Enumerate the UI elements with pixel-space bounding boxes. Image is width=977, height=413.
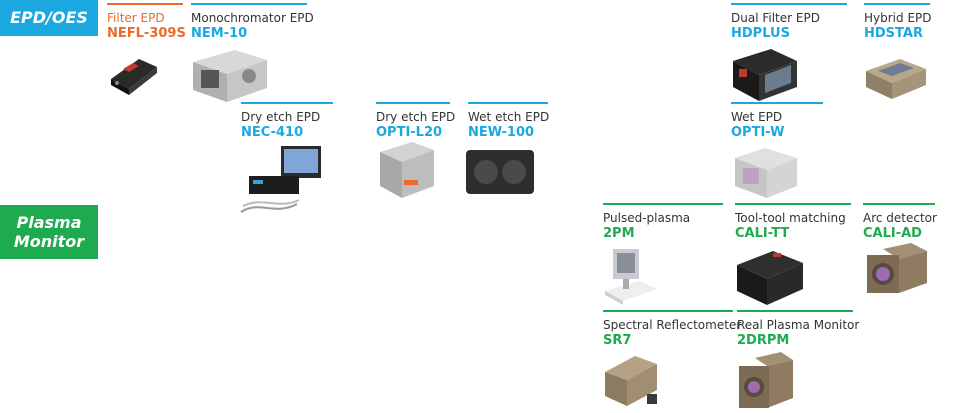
section-label: EPD/OES [10,8,88,28]
product-caption: Dry etch EPD [376,110,456,124]
product-caption: Arc detector [863,211,937,225]
pulsed-plasma-device-icon [603,245,659,307]
header-rule [731,3,847,5]
product-pulsed-plasma[interactable]: Pulsed-plasma 2PM [603,203,723,308]
wet-etch-device-icon [464,146,536,196]
product-spectral-reflectometer[interactable]: Spectral Reflectometer SR7 [603,310,741,413]
product-caption: Hybrid EPD [864,11,932,25]
product-caption: Tool-tool matching [735,211,846,225]
product-real-plasma-monitor[interactable]: Real Plasma Monitor 2DRPM [737,310,859,413]
wet-epd-device-icon [733,146,799,200]
product-wet-etch-epd[interactable]: Wet etch EPD NEW-100 [466,102,550,202]
tool-matching-device-icon [735,247,805,307]
product-caption: Dry etch EPD [241,110,321,124]
arc-detector-device-icon [863,241,929,299]
section-badge-plasma-monitor: Plasma Monitor [0,205,98,259]
product-code: NEM-10 [191,26,248,41]
section-label-line: Monitor [13,232,85,251]
header-rule [468,102,548,104]
product-code: HDPLUS [731,26,790,41]
header-rule [603,203,723,205]
product-caption: Monochromator EPD [191,11,314,25]
dry-etch-workstation-icon [239,144,325,218]
hybrid-device-icon [864,55,928,101]
plasma-monitor-device-icon [737,350,795,410]
header-rule [191,3,307,5]
header-rule [241,102,333,104]
product-wet-epd[interactable]: Wet EPD OPTI-W [731,102,823,202]
filter-epd-device-icon [109,53,159,98]
header-rule [603,310,733,312]
product-code: NEFL-309S [107,26,186,41]
dry-etch-box-icon [378,140,436,200]
product-dual-filter-epd[interactable]: Dual Filter EPD HDPLUS [731,3,847,103]
monochromator-device-icon [191,46,269,104]
product-code: 2PM [603,226,635,241]
product-caption: Pulsed-plasma [603,211,691,225]
product-code: NEC-410 [241,125,304,140]
product-caption: Real Plasma Monitor [737,318,860,332]
section-label-line: Plasma [16,212,82,232]
dual-filter-device-icon [731,47,799,103]
header-rule [376,102,450,104]
product-caption: Wet etch EPD [468,110,550,124]
product-caption: Filter EPD [107,11,165,25]
product-arc-detector[interactable]: Arc detector CALI-AD [863,203,937,308]
product-dry-etch-epd-opti-l20[interactable]: Dry etch EPD OPTI-L20 [376,102,455,202]
product-code: OPTI-W [731,125,785,140]
product-code: OPTI-L20 [376,125,443,140]
header-rule [107,3,183,5]
header-rule [731,102,823,104]
product-caption: Spectral Reflectometer [603,318,742,332]
product-filter-epd[interactable]: Filter EPD NEFL-309S [107,3,186,98]
product-code: NEW-100 [468,125,535,140]
product-dry-etch-epd-nec-410[interactable]: Dry etch EPD NEC-410 [239,102,333,222]
product-caption: Wet EPD [731,110,783,124]
product-code: SR7 [603,333,632,348]
header-rule [735,203,851,205]
product-hybrid-epd[interactable]: Hybrid EPD HDSTAR [864,3,932,103]
header-rule [737,310,853,312]
product-code: 2DRPM [737,333,790,348]
product-monochromator-epd[interactable]: Monochromator EPD NEM-10 [191,3,314,104]
product-code: CALI-AD [863,226,922,241]
product-code: CALI-TT [735,226,790,241]
product-code: HDSTAR [864,26,923,41]
product-tool-tool-matching[interactable]: Tool-tool matching CALI-TT [735,203,851,308]
reflectometer-device-icon [603,350,661,410]
section-badge-epd-oes: EPD/OES [0,0,98,36]
header-rule [864,3,930,5]
product-caption: Dual Filter EPD [731,11,820,25]
header-rule [863,203,935,205]
